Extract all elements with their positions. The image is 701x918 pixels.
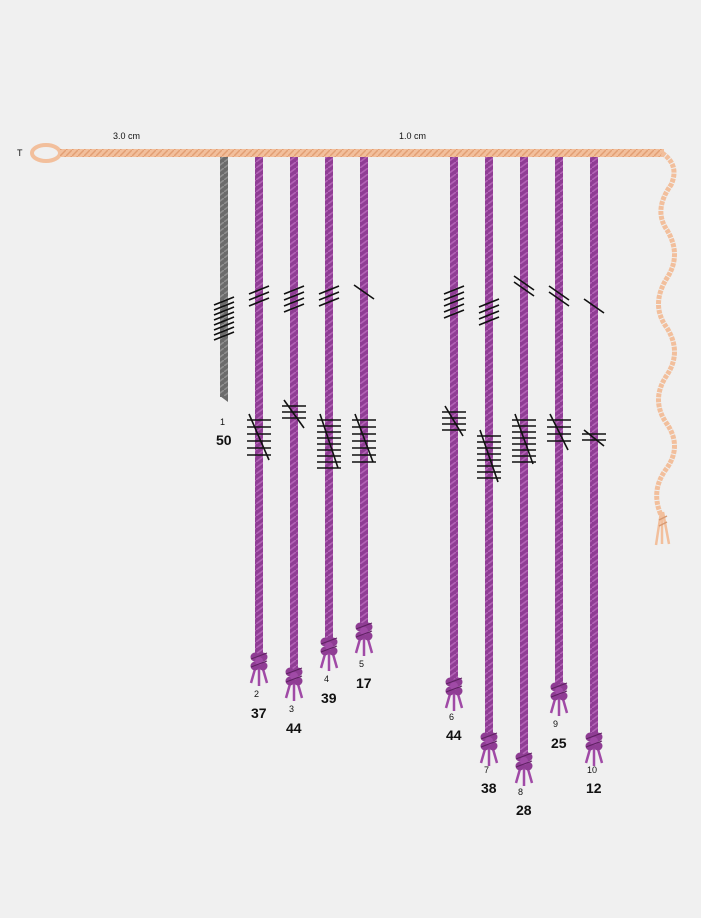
pendant-cord-5: 5 17 — [352, 157, 376, 691]
cord-strand — [485, 157, 493, 737]
cord-tassel — [319, 637, 339, 671]
cord-value: 17 — [356, 675, 372, 691]
cord-strand — [590, 157, 598, 737]
cord-number: 2 — [254, 689, 259, 699]
cord-number: 5 — [359, 659, 364, 669]
primary-cord-tail-end — [654, 511, 671, 546]
primary-cord-loop — [30, 143, 62, 163]
pendant-cord-1: 1 50 — [213, 157, 235, 448]
pendant-cord-6: 6 44 — [442, 157, 466, 743]
cord-value: 37 — [251, 705, 267, 721]
cord-number: 9 — [553, 719, 558, 729]
cord-value: 28 — [516, 802, 532, 818]
pendant-cord-2: 2 37 — [247, 157, 271, 721]
knot-cluster — [283, 285, 305, 313]
knot-cluster — [513, 275, 535, 297]
knot-cluster — [247, 413, 271, 461]
knot-cluster — [352, 413, 376, 463]
knot-cluster — [548, 285, 570, 307]
cord-value: 39 — [321, 690, 337, 706]
cord-number: 1 — [220, 417, 225, 427]
cord-value: 50 — [216, 432, 232, 448]
cord-strand — [555, 157, 563, 687]
knot-cluster — [583, 298, 605, 314]
knot-cluster — [353, 284, 375, 300]
cord-tassel — [514, 752, 534, 786]
pendant-cord-10: 10 12 — [582, 157, 606, 796]
knot-cluster — [477, 429, 501, 483]
knot-cluster — [478, 298, 500, 326]
knot-cluster — [442, 405, 466, 437]
cord-tassel — [479, 732, 499, 766]
cord-number: 8 — [518, 787, 523, 797]
cord-tassel — [444, 677, 464, 711]
cord-tassel — [549, 682, 569, 716]
primary-cord-tail — [654, 150, 677, 517]
pendant-cord-8: 8 28 — [512, 157, 536, 818]
cord-tassel — [249, 652, 269, 686]
cord-value: 12 — [586, 780, 602, 796]
cord-strand — [520, 157, 528, 757]
cord-tassel — [284, 667, 304, 701]
knot-cluster — [317, 413, 341, 469]
cord-tassel — [584, 732, 604, 766]
cord-strand — [255, 157, 263, 657]
primary-cord-body — [60, 149, 664, 157]
knot-cluster — [248, 285, 270, 307]
cord-value: 25 — [551, 735, 567, 751]
cord-value: 44 — [446, 727, 462, 743]
cord-end — [220, 396, 228, 402]
cord-number: 10 — [587, 765, 597, 775]
knot-cluster — [547, 413, 571, 451]
spacing-label-1: 3.0 cm — [113, 131, 140, 141]
pendant-cord-7: 7 38 — [477, 157, 501, 796]
cord-tassel — [354, 622, 374, 656]
primary-top-label: T — [17, 148, 23, 158]
knot-cluster — [582, 429, 606, 447]
knot-cluster — [213, 296, 235, 341]
spacing-label-2: 1.0 cm — [399, 131, 426, 141]
pendant-cords: 1 50 — [213, 157, 606, 818]
cord-value: 44 — [286, 720, 302, 736]
pendant-cord-9: 9 25 — [547, 157, 571, 751]
cord-number: 7 — [484, 765, 489, 775]
knot-cluster — [512, 413, 536, 465]
knot-cluster — [318, 285, 340, 307]
knot-cluster — [282, 399, 306, 429]
cord-number: 3 — [289, 704, 294, 714]
knot-cluster — [443, 285, 465, 319]
cord-number: 6 — [449, 712, 454, 722]
pendant-cord-3: 3 44 — [282, 157, 306, 736]
cord-strand — [360, 157, 368, 627]
cord-number: 4 — [324, 674, 329, 684]
pendant-cord-4: 4 39 — [317, 157, 341, 706]
cord-strand — [325, 157, 333, 642]
primary-cord: T 3.0 cm 1.0 cm — [17, 131, 677, 546]
cord-value: 38 — [481, 780, 497, 796]
cord-strand — [220, 157, 228, 397]
